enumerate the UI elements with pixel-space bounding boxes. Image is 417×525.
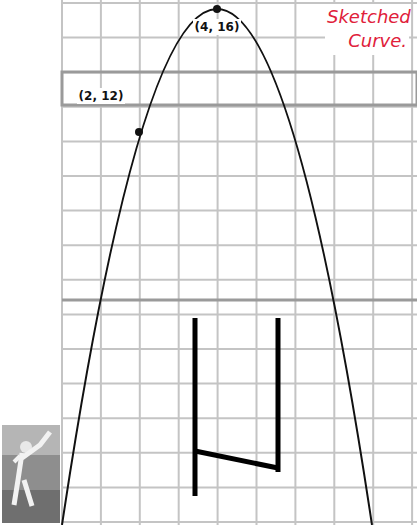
grid-divider xyxy=(62,299,417,302)
point-label: (2, 12) xyxy=(77,88,126,104)
grid xyxy=(62,0,417,525)
grid-band xyxy=(62,72,417,105)
parabola-curve xyxy=(62,9,372,525)
vertex-point xyxy=(213,5,221,13)
curve-note: Sketched Curve. xyxy=(325,4,409,55)
player-photo xyxy=(2,425,60,523)
curve-point xyxy=(135,128,143,136)
goal-posts xyxy=(195,318,278,496)
point-label: (4, 16) xyxy=(193,19,242,35)
